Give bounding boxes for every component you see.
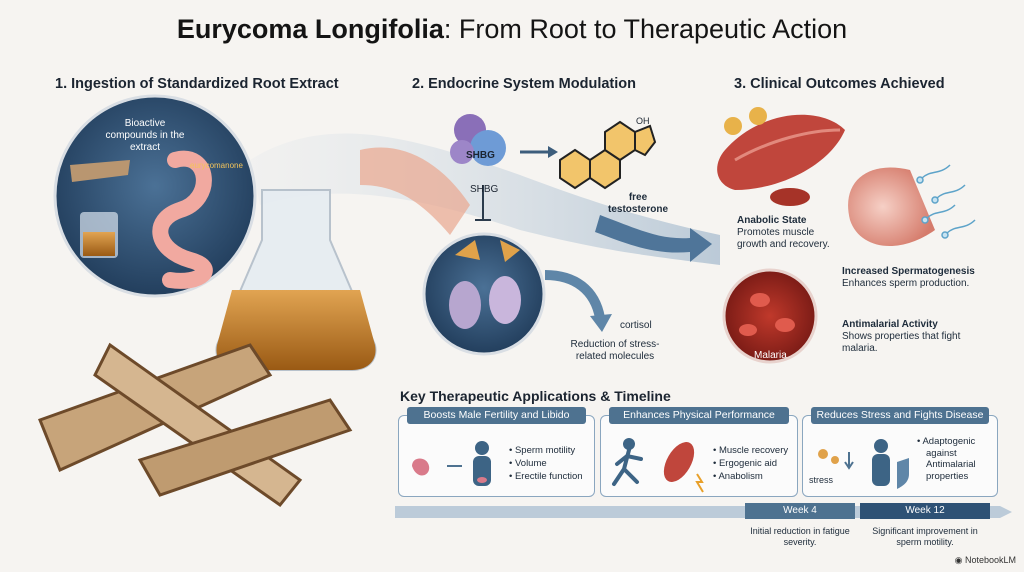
timeline-week4-segment: Week 4 <box>745 503 855 519</box>
stress-label: stress <box>809 475 834 485</box>
blood-cell-1 <box>750 293 770 307</box>
app-box-performance: Enhances Physical Performance Muscle rec… <box>600 407 798 497</box>
title-bold: Eurycoma Longifolia <box>176 14 444 44</box>
sperm-title: Increased Spermatogenesis <box>842 266 975 277</box>
oh-label: OH <box>636 116 650 126</box>
inhibit-line <box>475 185 491 221</box>
week4-note: Initial reduction in fatigue severity. <box>750 526 850 547</box>
anabolic-title: Anabolic State <box>737 215 807 226</box>
app-box-fertility: Boosts Male Fertility and Libido Sperm m… <box>398 407 595 497</box>
gland-left <box>455 240 480 260</box>
bioactive-label: Bioactive compounds in the extract <box>105 118 185 153</box>
blood-cell-2 <box>775 318 795 332</box>
applications-heading: Key Therapeutic Applications & Timeline <box>400 388 671 404</box>
performance-items: Muscle recovery Ergogenic aid Anabolism <box>713 444 788 483</box>
shbg-blob-3 <box>450 140 474 164</box>
stage2-circle <box>422 232 546 356</box>
cortisol-label: cortisol <box>620 320 652 331</box>
antimalarial-title: Antimalarial Activity <box>842 319 938 330</box>
stress-item-cont: properties <box>926 470 969 482</box>
malaria-badge: Malaria <box>754 350 787 361</box>
timeline-bar <box>395 506 1012 518</box>
performance-item: Muscle recovery <box>713 444 788 457</box>
free-testosterone-label: free testosterone <box>607 192 668 215</box>
main-arrow <box>595 215 712 262</box>
energy-icon-1 <box>724 117 742 135</box>
timeline-week12-segment: Week 12 <box>860 503 990 519</box>
anabolic-block: Anabolic State Promotes muscle growth an… <box>737 215 832 251</box>
section-2-heading: 2. Endocrine System Modulation <box>412 76 636 92</box>
stress-items: Adaptogenic against Antimalarial propert… <box>917 436 976 482</box>
app-box-stress: Reduces Stress and Fights Disease stress… <box>802 407 998 497</box>
root-piece-3 <box>137 398 353 497</box>
spermatogenesis-block: Increased Spermatogenesis Enhances sperm… <box>842 266 992 290</box>
performance-item: Anabolism <box>713 470 788 483</box>
stress-icon <box>818 439 909 489</box>
malaria-circle <box>722 268 818 364</box>
cortisol-arrowhead <box>590 314 612 332</box>
shbg-blob-2 <box>470 130 506 166</box>
brand-label: NotebookLM <box>964 555 1016 565</box>
anabolic-desc: Promotes muscle growth and recovery. <box>737 227 830 250</box>
stress-item: Adaptogenic <box>917 436 976 448</box>
brand-icon: ◉ <box>954 555 965 565</box>
fertility-item: Sperm motility <box>509 444 583 457</box>
section-1-heading: 1. Ingestion of Standardized Root Extrac… <box>55 76 339 92</box>
sperm-cells <box>916 164 976 239</box>
page-title: Eurycoma Longifolia: From Root to Therap… <box>0 14 1024 45</box>
runner-icon <box>612 438 704 493</box>
reduction-label: Reduction of stress-related molecules <box>570 339 660 362</box>
blood-cell-3 <box>739 324 757 336</box>
root-slices-small <box>70 160 130 182</box>
stress-item-cont: Antimalarial <box>926 459 976 470</box>
week4-label: Week 4 <box>783 505 817 516</box>
week12-note: Significant improvement in sperm motilit… <box>872 526 978 547</box>
fertility-icon <box>412 441 491 486</box>
week12-label: Week 12 <box>905 505 945 516</box>
fertility-item: Erectile function <box>509 470 583 483</box>
gland-right <box>500 240 520 262</box>
compound-label: eurycomanone <box>190 161 243 170</box>
antimalarial-block: Antimalarial Activity Shows properties t… <box>842 319 982 355</box>
app-box-fertility-title: Boosts Male Fertility and Libido <box>407 407 586 424</box>
muscle-fiber <box>734 128 841 162</box>
app-box-stress-title: Reduces Stress and Fights Disease <box>811 407 989 424</box>
muscle-fiber-bundle <box>770 188 810 206</box>
vessel-shape <box>360 147 470 235</box>
steroid-structure <box>559 120 657 190</box>
brand-watermark: ◉ NotebookLM <box>955 555 1016 566</box>
testis-tubule-image <box>848 167 935 247</box>
digestive-tract <box>152 150 213 289</box>
title-rest: : From Root to Therapeutic Action <box>443 14 848 44</box>
antimalarial-desc: Shows properties that fight malaria. <box>842 331 961 354</box>
shbg-bound-label: SHBG <box>466 150 495 161</box>
energy-icon-2 <box>749 107 767 125</box>
stress-item-cont: against <box>926 447 957 459</box>
shbg-label: SHBG <box>470 184 499 195</box>
flask-liquid <box>216 290 376 370</box>
app-box-performance-title: Enhances Physical Performance <box>609 407 789 424</box>
cortisol-arrow <box>544 270 605 320</box>
testis-left <box>449 281 481 329</box>
testis-right <box>489 276 521 324</box>
small-beaker-liquid <box>83 232 115 256</box>
shbg-arrowhead <box>548 146 558 158</box>
fertility-item: Volume <box>509 457 583 470</box>
fertility-items: Sperm motility Volume Erectile function <box>509 444 583 483</box>
sperm-desc: Enhances sperm production. <box>842 278 970 289</box>
section-3-heading: 3. Clinical Outcomes Achieved <box>734 76 945 92</box>
performance-item: Ergogenic aid <box>713 457 788 470</box>
